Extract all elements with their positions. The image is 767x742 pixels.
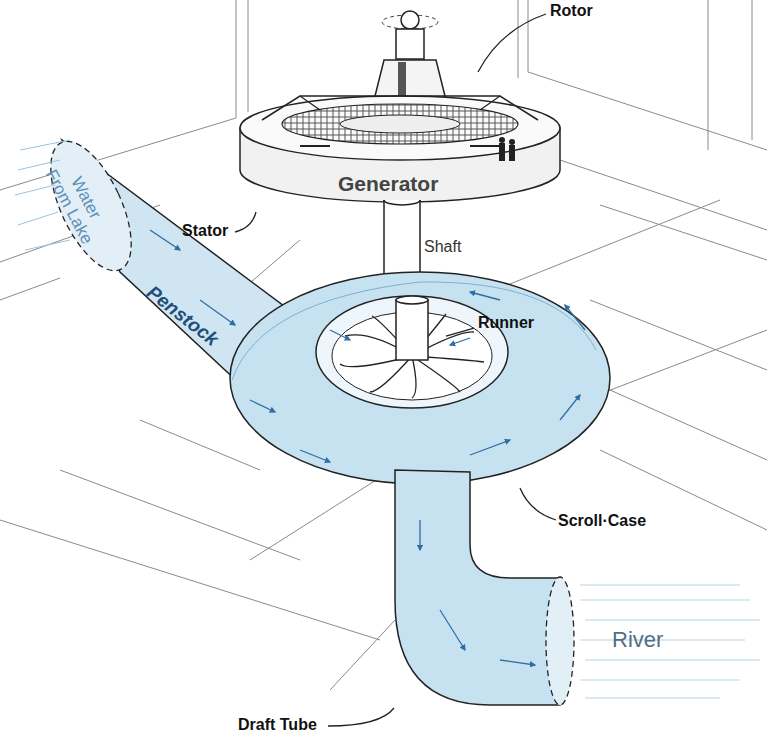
part-label: Runner (478, 314, 534, 332)
part-label: Scroll·Case (558, 512, 646, 530)
part-label: Penstock (143, 282, 222, 350)
part-label: Shaft (424, 238, 461, 256)
people-figures (499, 137, 515, 161)
part-label: Rotor (550, 2, 593, 20)
exciter (374, 11, 446, 100)
flow-label: Water From Lake (40, 156, 113, 249)
leader-lines (235, 14, 556, 726)
draft-tube (395, 470, 760, 705)
runner-shaft (396, 296, 428, 360)
room-lines (0, 0, 767, 690)
part-label: Generator (338, 172, 438, 195)
place-label: River (612, 628, 663, 652)
scroll-case (230, 272, 610, 484)
part-label: Draft Tube (238, 716, 317, 734)
flow-arrows (150, 230, 585, 665)
part-label: Stator (182, 222, 228, 240)
generator-housing (240, 96, 560, 202)
